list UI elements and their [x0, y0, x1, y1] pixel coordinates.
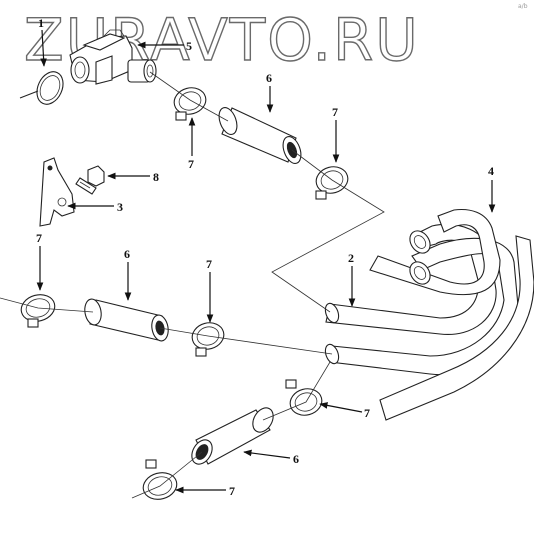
- hose-clamp-upper-right: [315, 166, 349, 200]
- callout-arrows: [36, 29, 496, 494]
- hose-section-upper: [218, 107, 302, 164]
- hose-section-middle: [84, 298, 169, 342]
- callout-part-4: 4: [488, 164, 494, 178]
- callout-part-7-c: 7: [36, 231, 42, 245]
- callout-part-7-b: 7: [332, 105, 338, 119]
- corner-mark: a/b: [518, 3, 528, 10]
- callout-part-7-a: 7: [188, 157, 194, 171]
- callout-part-6-upper: 6: [266, 71, 272, 85]
- thermostat-housing: [69, 29, 157, 85]
- callout-part-2: 2: [348, 251, 354, 265]
- callout-part-1: 1: [38, 16, 44, 30]
- callout-part-7-d: 7: [206, 257, 212, 271]
- callout-part-6-lower: 6: [293, 452, 299, 466]
- hose-section-lower: [191, 407, 274, 465]
- hose-clamp-upper-left: [173, 87, 207, 121]
- callout-part-8: 8: [153, 170, 159, 184]
- callout-part-5: 5: [186, 39, 192, 53]
- coolant-pipe-outer: [369, 208, 534, 421]
- bracket: [39, 157, 75, 227]
- o-ring-gasket: [19, 71, 64, 105]
- callout-part-3: 3: [117, 200, 123, 214]
- assembly-centerlines: [0, 71, 385, 499]
- callout-part-7-f: 7: [229, 484, 235, 498]
- hose-clamp-lower-left: [142, 459, 178, 500]
- hose-clamp-lower-right: [285, 379, 323, 416]
- callout-part-7-e: 7: [364, 406, 370, 420]
- callout-part-6-middle: 6: [124, 247, 130, 261]
- bolt: [75, 165, 105, 195]
